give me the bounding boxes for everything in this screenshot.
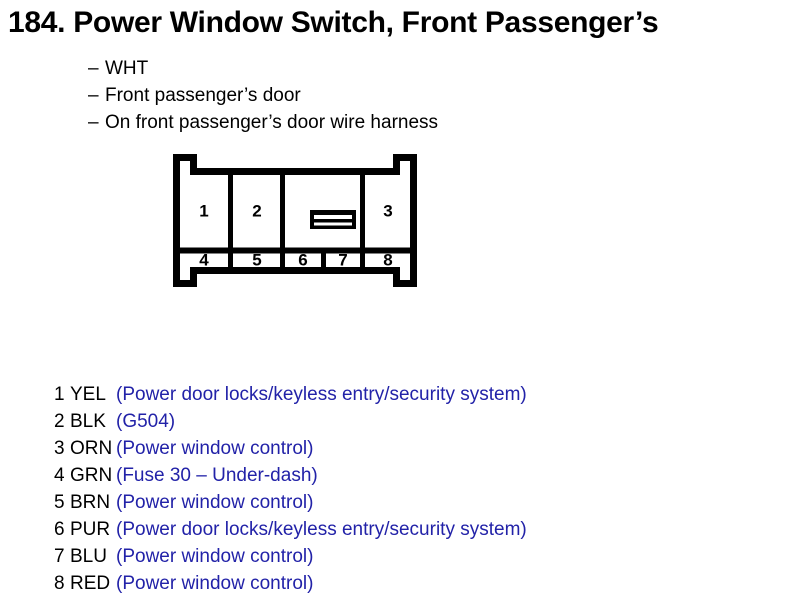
pin-number-5: 5: [252, 250, 261, 269]
spec-item-harness: –On front passenger’s door wire harness: [88, 109, 438, 136]
legend-description: (Power door locks/keyless entry/security…: [116, 519, 527, 540]
spec-item-label: On front passenger’s door wire harness: [105, 112, 439, 133]
legend-pin-number: 1: [54, 384, 65, 405]
spec-list: –WHT –Front passenger’s door –On front p…: [88, 55, 438, 136]
connector-outline: [173, 154, 417, 287]
legend-description: (Power door locks/keyless entry/security…: [116, 384, 527, 405]
legend-wire-color: BRN: [70, 492, 111, 513]
spec-dash: –: [88, 112, 99, 133]
legend-wire-color: PUR: [70, 519, 111, 540]
pin-number-2: 2: [252, 201, 261, 220]
legend-wire-color: ORN: [70, 438, 113, 459]
legend-pin-number: 7: [54, 546, 65, 567]
legend-wire-color: GRN: [70, 465, 113, 486]
page-title: 184. Power Window Switch, Front Passenge…: [8, 6, 659, 39]
connector-diagram: 1 2 3 4 5 6 7 8: [160, 150, 480, 315]
pin-number-3: 3: [383, 201, 392, 220]
pin-number-6: 6: [298, 250, 307, 269]
legend-description: (Power window control): [116, 492, 314, 513]
pin-number-8: 8: [383, 250, 392, 269]
spec-dash: –: [88, 58, 99, 79]
spec-item-label: Front passenger’s door: [105, 85, 301, 106]
legend-pin-number: 3: [54, 438, 65, 459]
legend-description: (Fuse 30 – Under-dash): [116, 465, 318, 486]
spec-dash: –: [88, 85, 99, 106]
legend-description: (Power window control): [116, 573, 314, 594]
pin-number-4: 4: [199, 250, 209, 269]
legend-description: (G504): [116, 411, 176, 432]
latch-tab-icon: [310, 210, 356, 229]
legend-pin-number: 4: [54, 465, 65, 486]
legend-pin-number: 8: [54, 573, 65, 594]
legend-wire-color: YEL: [70, 384, 106, 405]
legend-description: (Power window control): [116, 438, 314, 459]
pin-number-1: 1: [199, 201, 208, 220]
legend-wire-color: RED: [70, 573, 111, 594]
legend-wire-color: BLU: [70, 546, 107, 567]
legend-wire-color: BLK: [70, 411, 106, 432]
spec-item-wire-color: –WHT: [88, 55, 438, 82]
legend-description: (Power window control): [116, 546, 314, 567]
spec-item-location: –Front passenger’s door: [88, 82, 438, 109]
spec-item-label: WHT: [105, 58, 149, 79]
pin-number-7: 7: [338, 250, 347, 269]
legend-pin-number: 2: [54, 411, 65, 432]
legend-pin-number: 6: [54, 519, 65, 540]
legend-pin-number: 5: [54, 492, 65, 513]
